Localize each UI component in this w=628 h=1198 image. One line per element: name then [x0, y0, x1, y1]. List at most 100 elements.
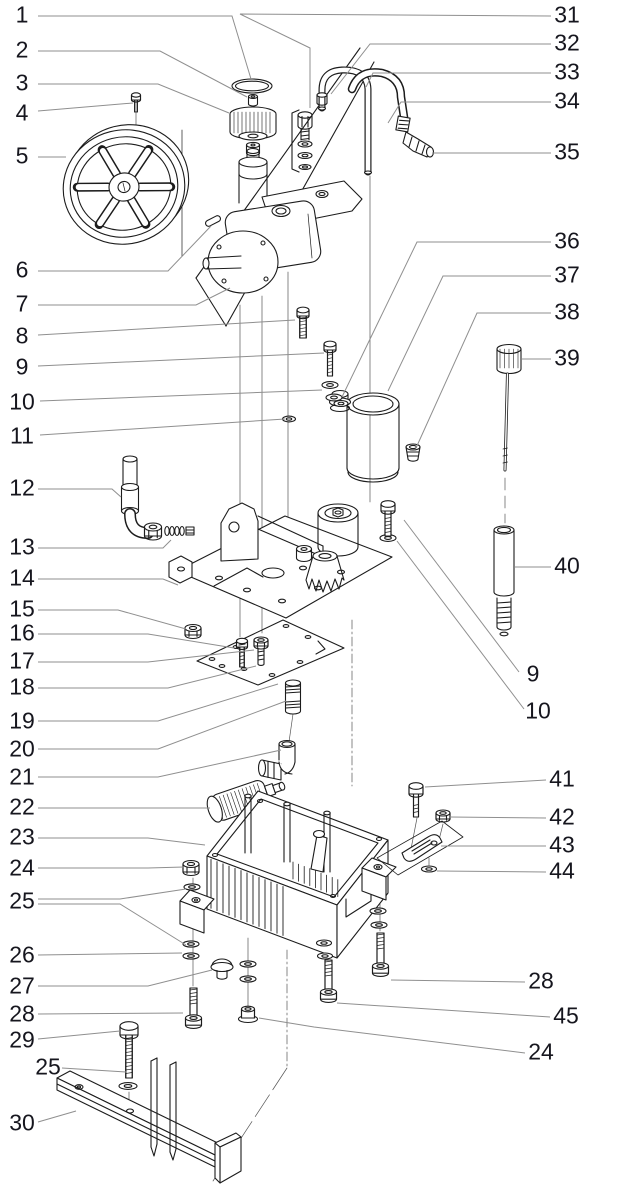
- leader-38: [415, 312, 551, 449]
- callout-3: 3: [15, 69, 29, 96]
- leader-10R: [396, 540, 525, 710]
- inlet-fitting: [164, 525, 195, 537]
- leader-4: [37, 102, 134, 112]
- leader-2: [38, 50, 248, 98]
- callout-32: 32: [554, 29, 580, 56]
- callout-28L: 28: [9, 1000, 35, 1027]
- leader-7: [38, 287, 231, 306]
- callout-28R: 28: [528, 967, 554, 994]
- valve-fitting-group: [291, 109, 313, 173]
- pump-valve-fitting: [257, 647, 265, 666]
- leader-12: [38, 488, 122, 498]
- oil-reservoir-housing: [179, 790, 397, 959]
- callout-18: 18: [9, 673, 35, 700]
- leader-25a: [38, 888, 187, 900]
- callout-6: 6: [15, 256, 29, 283]
- leader-19: [38, 683, 279, 722]
- dipstick: [496, 343, 522, 472]
- leader-9L: [37, 352, 325, 367]
- callout-17: 17: [9, 647, 35, 674]
- leader-36: [341, 241, 551, 398]
- leader-45: [336, 1002, 551, 1018]
- return-elbow: [257, 739, 296, 781]
- leader-3: [38, 83, 230, 114]
- callout-10L: 10: [9, 388, 35, 415]
- callout-42: 42: [549, 803, 575, 830]
- cap-stud: [247, 93, 259, 107]
- callout-1: 1: [15, 1, 29, 28]
- fastener-hardware: [118, 92, 451, 1090]
- leader-16: [38, 633, 235, 649]
- callout-9R: 9: [526, 660, 540, 687]
- callout-14: 14: [9, 564, 35, 591]
- callout-26: 26: [9, 941, 35, 968]
- callout-35: 35: [554, 138, 580, 165]
- mounting-plate: [168, 502, 393, 619]
- leader-33: [365, 72, 551, 88]
- leader-1: [38, 15, 252, 80]
- filler-cap: [229, 106, 277, 141]
- callout-22: 22: [9, 793, 35, 820]
- callout-16: 16: [9, 619, 35, 646]
- leader-6: [38, 225, 212, 272]
- reducer-bushing: [405, 443, 421, 462]
- leader-13: [38, 539, 172, 549]
- callout-12: 12: [9, 474, 35, 501]
- leader-24L: [38, 866, 185, 869]
- leader-21: [38, 749, 282, 778]
- leader-8: [37, 319, 296, 336]
- hose-nipple: [284, 679, 302, 715]
- callout-39: 39: [554, 344, 580, 371]
- callout-43: 43: [549, 831, 575, 858]
- callout-5: 5: [15, 142, 29, 169]
- cap-oring: [231, 78, 273, 94]
- bypass-tube: [317, 66, 373, 176]
- callout-44: 44: [549, 857, 575, 884]
- leader-20: [38, 700, 287, 750]
- screw-slot: [238, 643, 246, 646]
- leader-32: [330, 43, 551, 95]
- callout-25a: 25: [9, 887, 35, 914]
- leader-31: [239, 13, 552, 108]
- callout-41: 41: [549, 765, 575, 792]
- callout-11: 11: [10, 422, 34, 449]
- leader-10L: [39, 389, 323, 402]
- callout-21: 21: [9, 763, 35, 790]
- callout-30: 30: [9, 1109, 35, 1136]
- callout-10R: 10: [525, 697, 551, 724]
- pump-body: [202, 147, 363, 294]
- clamp-plate: [401, 834, 443, 862]
- leader-42: [449, 816, 547, 819]
- callout-23: 23: [9, 823, 35, 850]
- leader-23: [38, 837, 206, 846]
- leader-27: [38, 969, 213, 987]
- callout-9L: 9: [15, 353, 29, 380]
- leader-28R: [390, 979, 526, 983]
- leader-34: [387, 101, 551, 124]
- return-tube: [493, 525, 515, 637]
- callout-45: 45: [553, 1002, 579, 1029]
- callout-33: 33: [554, 58, 580, 85]
- leader-41: [424, 779, 547, 788]
- callout-27: 27: [9, 972, 35, 999]
- leader-44: [436, 870, 547, 873]
- callout-13: 13: [9, 533, 35, 560]
- leader-25b: [61, 1067, 127, 1073]
- base-bracket: [56, 1057, 242, 1184]
- leader-28L: [37, 1012, 184, 1015]
- callout-38: 38: [554, 298, 580, 325]
- tube-fitting: [316, 92, 328, 106]
- elbow-fitting: [402, 131, 435, 158]
- leader-24R: [258, 1017, 526, 1054]
- leader-18: [38, 665, 257, 689]
- callout-7: 7: [15, 290, 29, 317]
- leader-26: [37, 952, 183, 956]
- callout-37: 37: [554, 261, 580, 288]
- bypass-valve: [206, 779, 286, 823]
- callout-20: 20: [9, 735, 35, 762]
- callout-19: 19: [9, 707, 35, 734]
- woodruff-key: [204, 215, 222, 227]
- callout-24R: 24: [528, 1038, 554, 1065]
